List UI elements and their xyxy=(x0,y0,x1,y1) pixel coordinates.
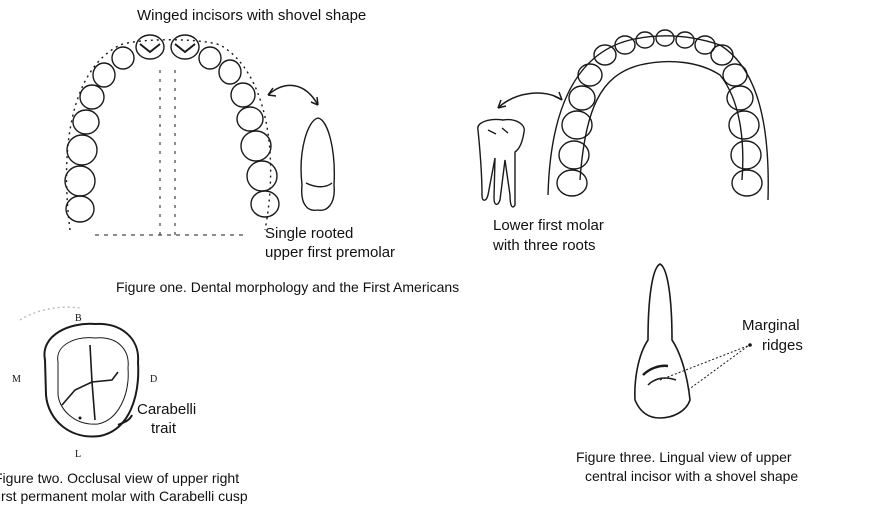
compass-buccal: B xyxy=(75,313,82,324)
figure-two-caption-line-1: Figure two. Occlusal view of upper right xyxy=(0,469,239,487)
compass-distal: D xyxy=(150,374,157,385)
carabelli-label-line-2: trait xyxy=(151,419,176,438)
molar-label-line-1: Lower first molar xyxy=(493,216,604,235)
winged-incisors-label: Winged incisors with shovel shape xyxy=(137,6,366,25)
upper-dental-arch xyxy=(65,35,279,235)
marginal-ridges-label-line-2: ridges xyxy=(762,336,803,355)
premolar-label-line-2: upper first premolar xyxy=(265,243,395,262)
premolar-label-line-1: Single rooted xyxy=(265,224,353,243)
figure-one-caption: Figure one. Dental morphology and the Fi… xyxy=(116,278,560,296)
figure-three-caption-line-1: Figure three. Lingual view of upper xyxy=(576,448,792,466)
figure-two-caption-line-2: first permanent molar with Carabelli cus… xyxy=(0,487,248,505)
lingual-incisor-drawing xyxy=(635,264,750,418)
carabelli-label-line-1: Carabelli xyxy=(137,400,196,419)
lower-dental-arch xyxy=(548,30,768,200)
compass-mesial: M xyxy=(12,374,21,385)
marginal-ridges-label-line-1: Marginal xyxy=(742,316,800,335)
figure-three-caption-line-2: central incisor with a shovel shape xyxy=(585,467,798,485)
lower-molar-drawing xyxy=(478,92,562,207)
upper-premolar-drawing xyxy=(268,85,334,210)
molar-label-line-2: with three roots xyxy=(493,236,596,255)
compass-lingual: L xyxy=(75,449,81,460)
